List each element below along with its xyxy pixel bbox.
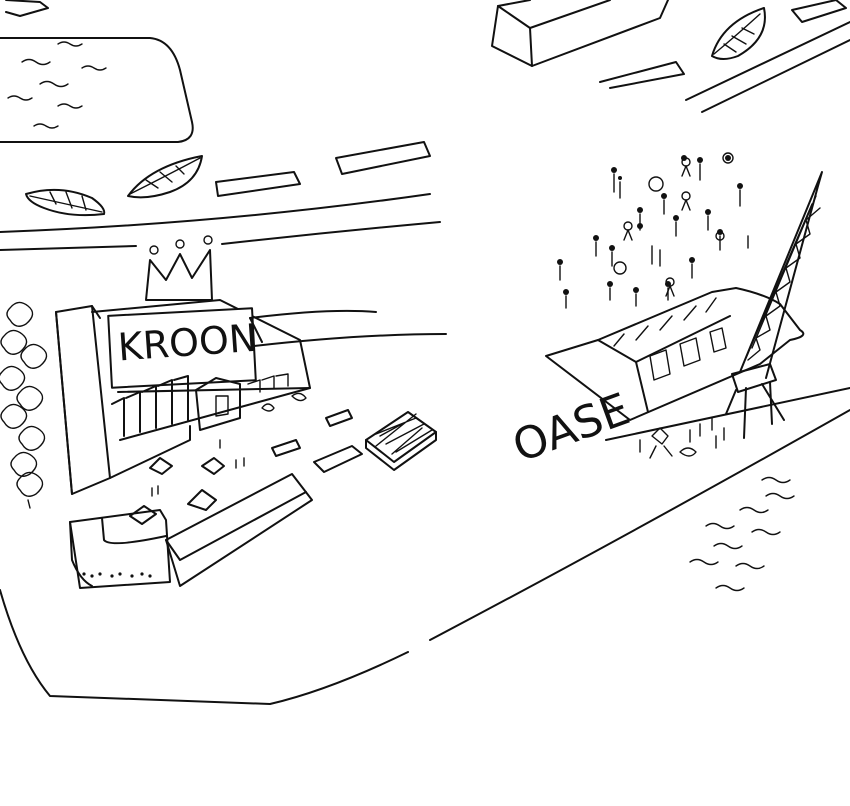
tree-icon [0,302,47,508]
road-middle-left [0,142,440,250]
leaf-icon [26,190,104,215]
oase-label: OASE [506,384,636,473]
water-waves-icon [690,478,794,591]
water-basin-top-left [0,0,193,142]
kroon-yard [70,393,436,588]
leaf-icon [712,8,765,59]
oase-building [546,288,803,420]
road-top-right [600,0,850,112]
kroon-label: KROON [116,316,258,370]
building-top-right [492,0,668,66]
water-waves-icon [8,42,106,128]
quay-outline [0,388,850,704]
leaf-icon [128,156,202,197]
person-icon [557,153,748,458]
kroon-factory [56,300,446,494]
crown-icon [146,236,212,300]
crane-icon [726,172,822,438]
